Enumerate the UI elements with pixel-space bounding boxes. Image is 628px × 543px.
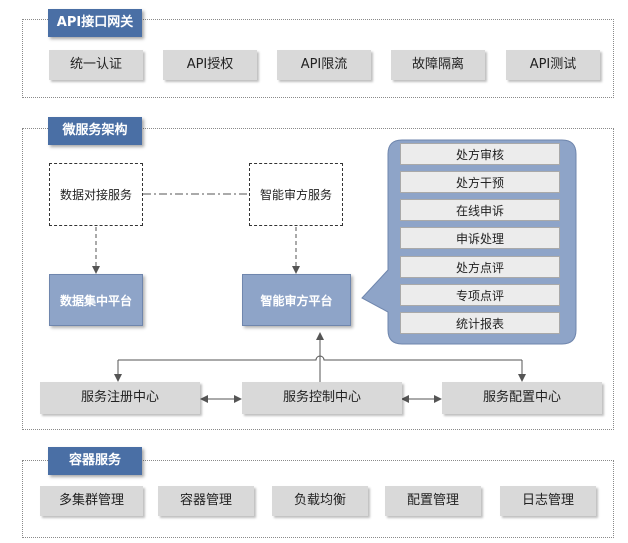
api-gateway-section — [22, 19, 614, 98]
container-title: 容器服务 — [48, 447, 142, 475]
function-item-prescription-comment: 处方点评 — [400, 256, 560, 278]
function-item-online-appeal: 在线申诉 — [400, 199, 560, 221]
gateway-item-authorization: API授权 — [163, 50, 257, 80]
gateway-item-rate-limit: API限流 — [277, 50, 371, 80]
gateway-item-fault-isolation: 故障隔离 — [391, 50, 485, 80]
container-item-log-mgmt: 日志管理 — [500, 486, 596, 516]
gateway-item-api-test: API测试 — [506, 50, 600, 80]
microservice-section — [22, 128, 614, 430]
microservice-title: 微服务架构 — [48, 117, 142, 145]
container-item-container-mgmt: 容器管理 — [158, 486, 254, 516]
api-gateway-title: API接口网关 — [48, 9, 142, 37]
container-section — [22, 460, 614, 538]
service-config-box: 服务配置中心 — [442, 382, 602, 414]
service-registry-box: 服务注册中心 — [40, 382, 200, 414]
function-item-prescription-review: 处方审核 — [400, 143, 560, 165]
data-service-box: 数据对接服务 — [49, 163, 143, 226]
function-item-statistics-report: 统计报表 — [400, 312, 560, 334]
gateway-item-auth: 统一认证 — [49, 50, 143, 80]
function-item-appeal-handling: 申诉处理 — [400, 227, 560, 249]
data-platform-box: 数据集中平台 — [49, 274, 143, 326]
function-item-special-comment: 专项点评 — [400, 284, 560, 306]
service-control-box: 服务控制中心 — [242, 382, 402, 414]
container-item-multi-cluster: 多集群管理 — [40, 486, 143, 516]
review-platform-box: 智能审方平台 — [242, 274, 351, 326]
review-service-box: 智能审方服务 — [249, 163, 343, 226]
function-item-prescription-intervention: 处方干预 — [400, 171, 560, 193]
container-item-load-balancing: 负载均衡 — [272, 486, 368, 516]
container-item-config-mgmt: 配置管理 — [385, 486, 481, 516]
